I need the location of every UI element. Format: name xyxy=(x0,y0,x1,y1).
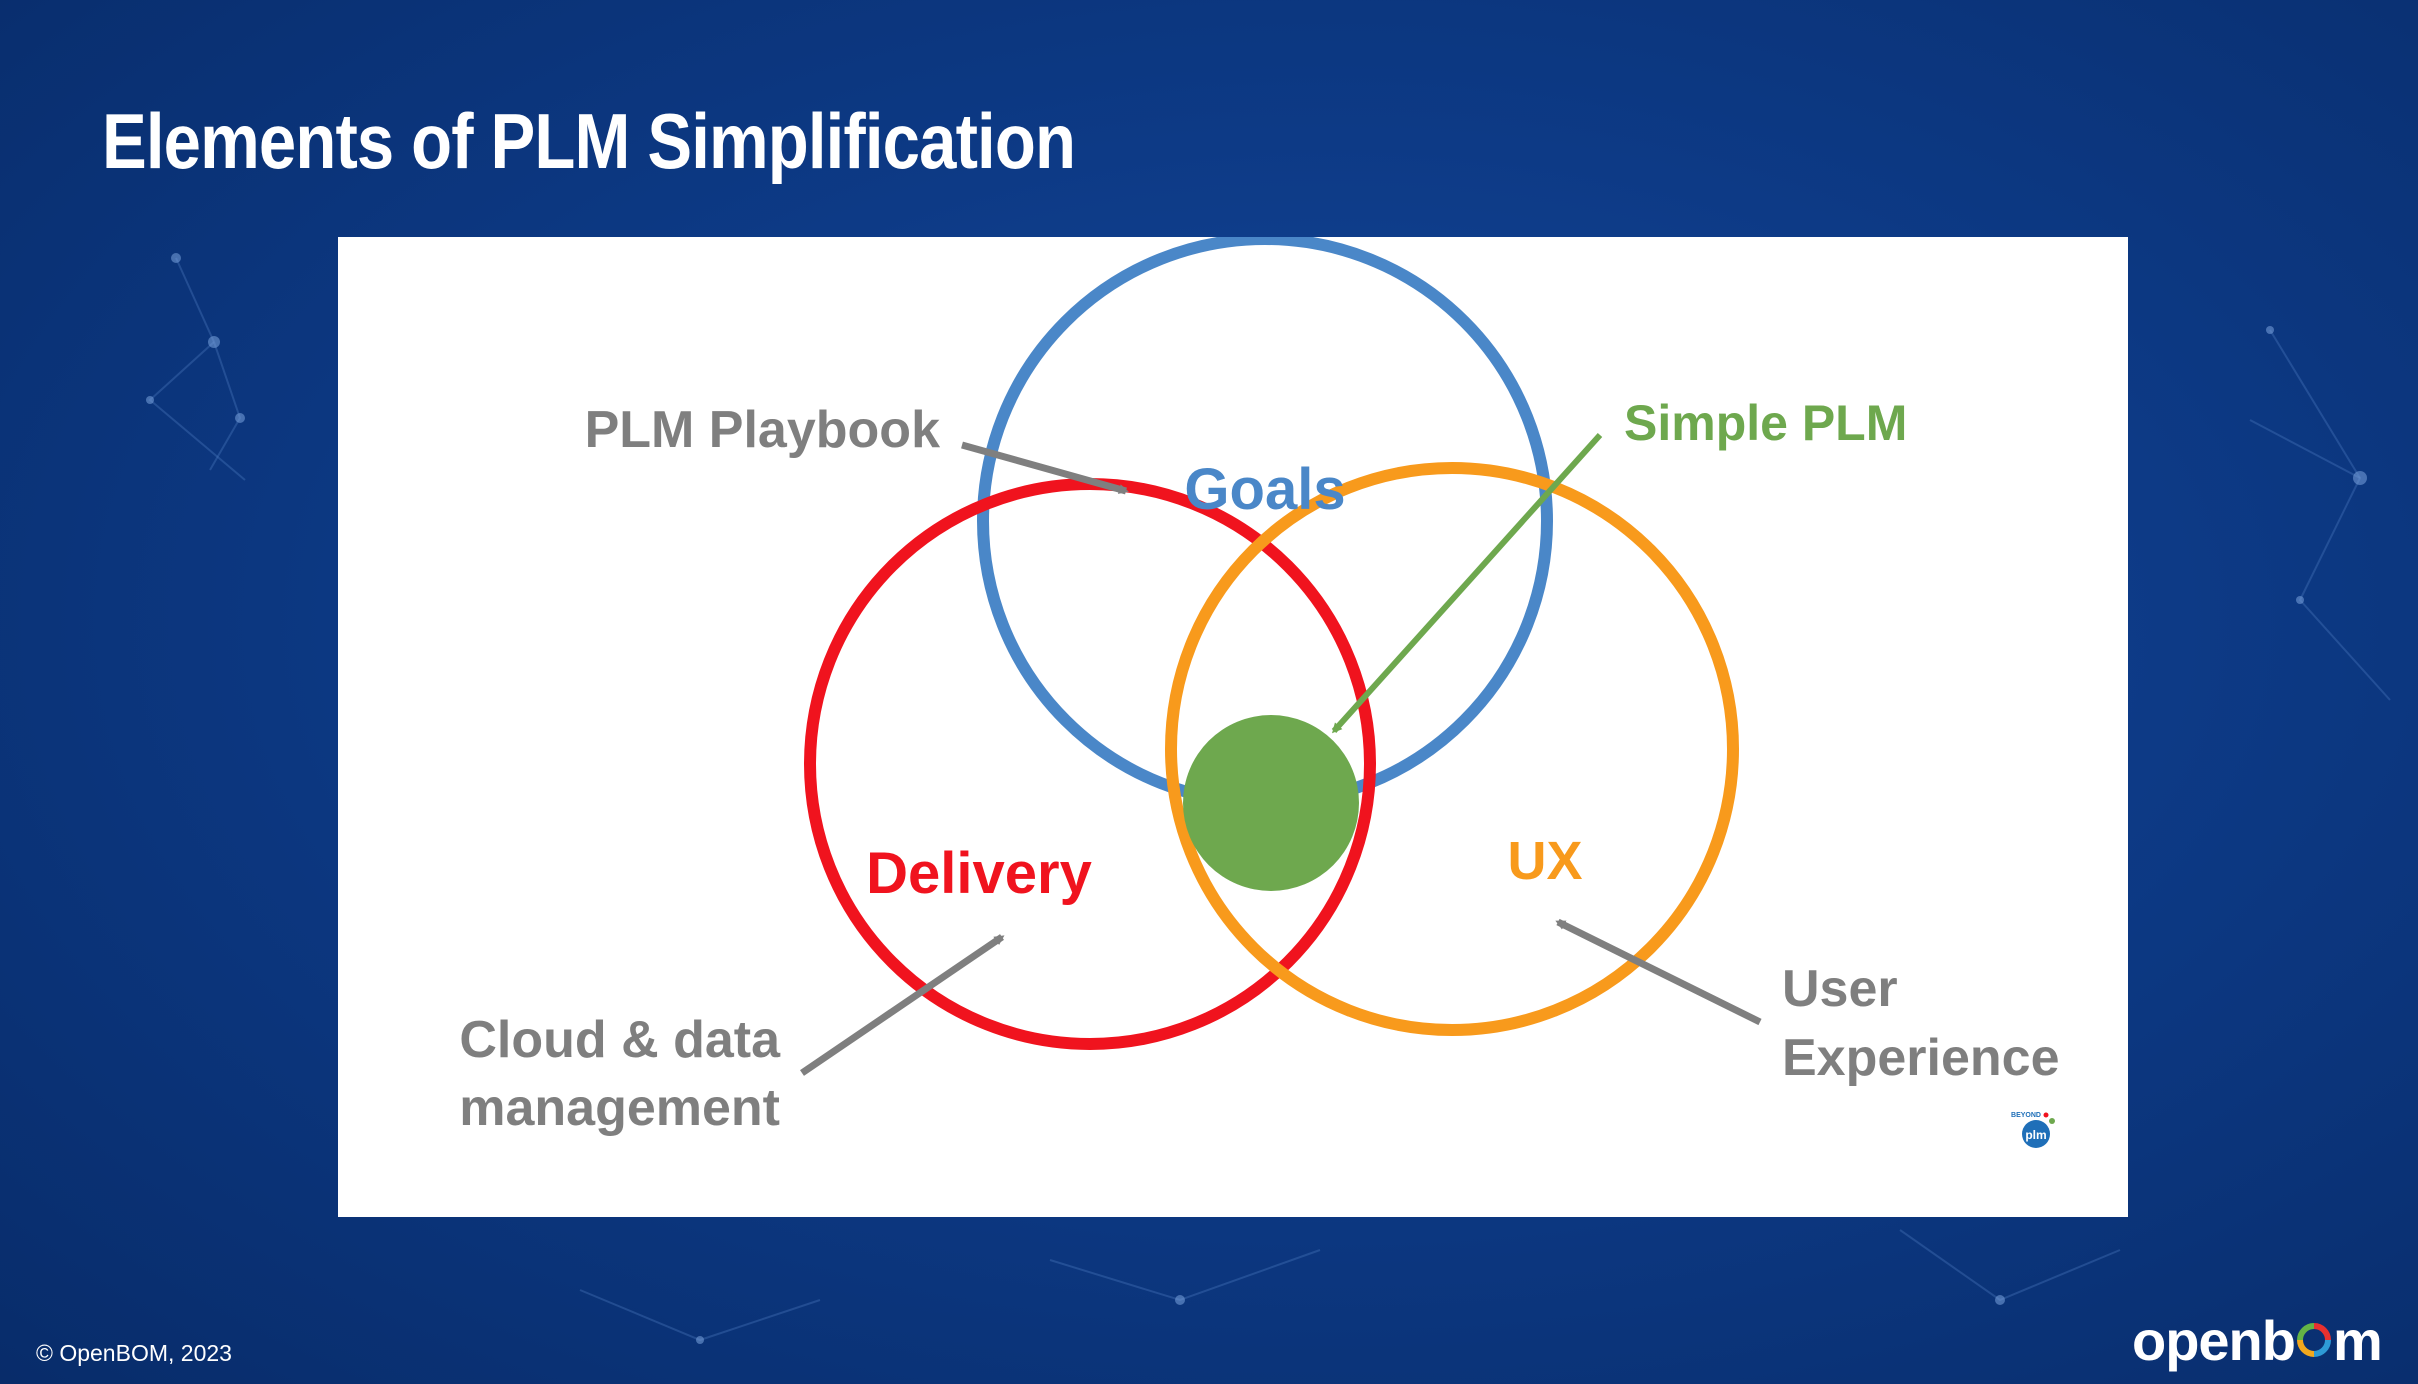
beyond-plm-watermark: plm BEYOND xyxy=(2011,1112,2055,1148)
goals-label: Goals xyxy=(1184,457,1345,522)
ux-callout-line1: User xyxy=(1782,960,1898,1018)
ux-arrow xyxy=(1555,918,1762,1026)
simple-plm-center xyxy=(1183,715,1359,891)
playbook-arrow xyxy=(961,441,1129,495)
playbook-callout: PLM Playbook xyxy=(585,401,940,459)
logo-text-end: m xyxy=(2332,1308,2383,1372)
diagram-panel: Goals Delivery UX PLM Playbook Simple PL… xyxy=(338,237,2128,1217)
simple-plm-callout: Simple PLM xyxy=(1624,395,1907,451)
logo-text-start: openb xyxy=(2132,1308,2296,1372)
venn-diagram: Goals Delivery UX PLM Playbook Simple PL… xyxy=(459,237,2060,1148)
delivery-label: Delivery xyxy=(866,841,1092,906)
svg-text:BEYOND: BEYOND xyxy=(2011,1112,2041,1119)
svg-text:plm: plm xyxy=(2025,1128,2046,1142)
copyright-text: © OpenBOM, 2023 xyxy=(36,1340,232,1366)
cloud-arrow xyxy=(800,934,1005,1076)
cloud-callout-line1: Cloud & data xyxy=(459,1011,781,1069)
openbom-logo: openb m xyxy=(2132,1309,2383,1372)
simple-plm-arrow xyxy=(1331,432,1603,734)
ux-callout-line2: Experience xyxy=(1782,1029,2060,1087)
ux-circle xyxy=(1165,462,1739,1036)
ux-label: UX xyxy=(1507,831,1582,891)
cloud-callout-line2: management xyxy=(459,1079,780,1137)
logo-ring-icon xyxy=(2296,1323,2331,1357)
slide-title: Elements of PLM Simplification xyxy=(102,97,1076,185)
